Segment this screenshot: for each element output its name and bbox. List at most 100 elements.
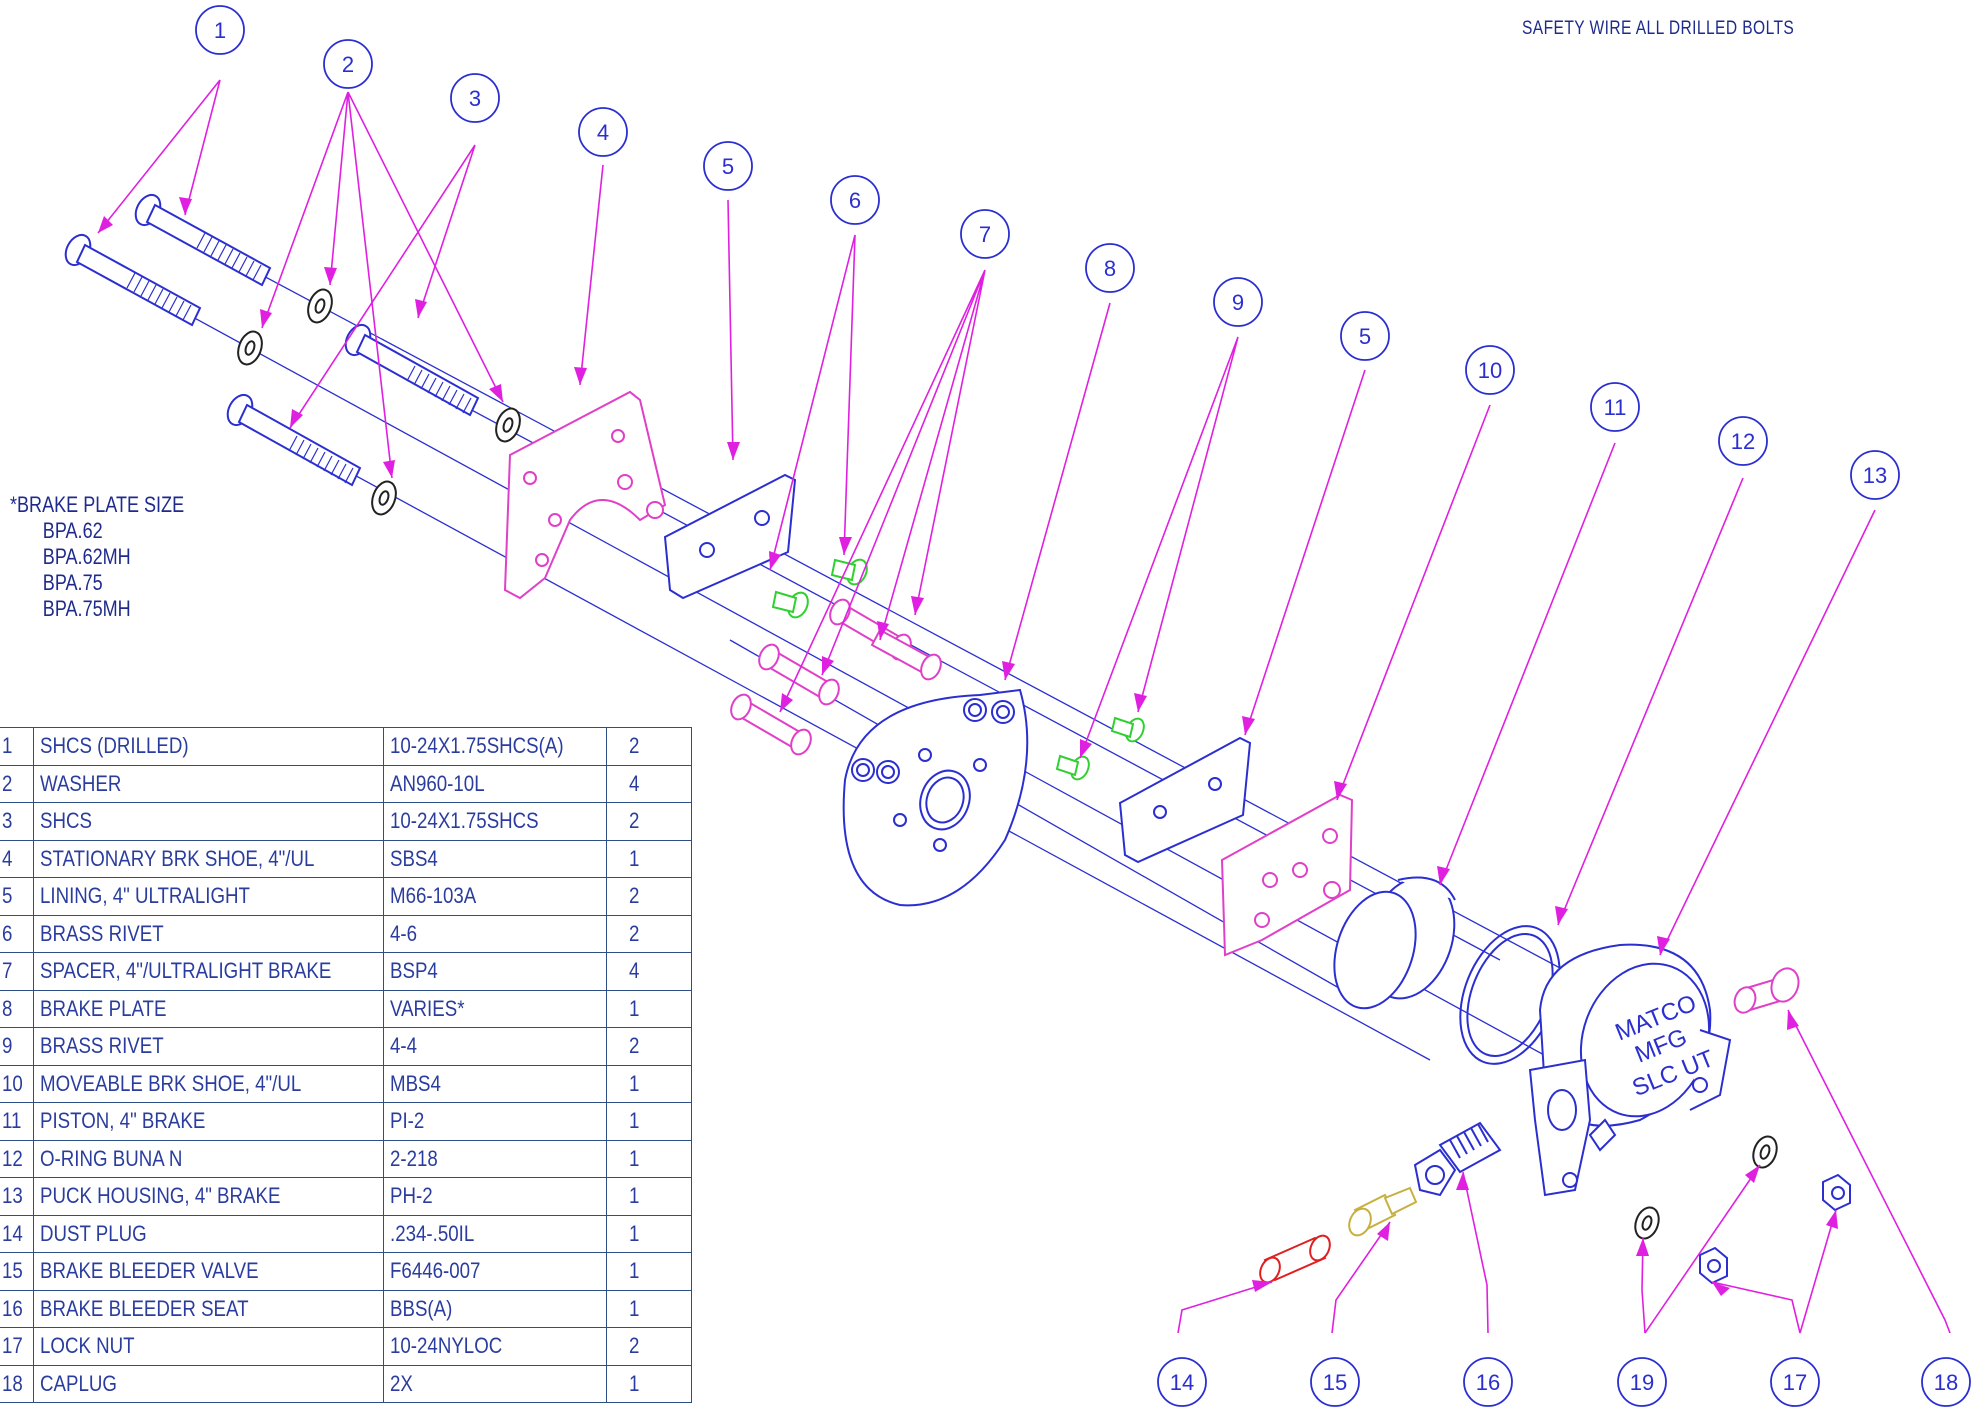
callout-numbers: 1 2 3 4 5 6 7 8 9 5 10 11 12 13 14 15 16… <box>214 18 1958 1395</box>
callout-number: 2 <box>342 52 354 77</box>
puck-housing-part <box>1528 943 1732 1197</box>
item-number-cell: 16 <box>0 1289 34 1328</box>
callout-number: 9 <box>1232 290 1244 315</box>
item-number-cell: 7 <box>0 952 34 991</box>
callout-number: 8 <box>1104 256 1116 281</box>
bolt-thread-hatch <box>288 365 472 484</box>
quantity-cell: 2 <box>605 727 692 766</box>
item-number-cell: 5 <box>0 877 34 916</box>
item-number-cell: 8 <box>0 989 34 1028</box>
part-number-cell: .234-.50IL <box>382 1214 607 1253</box>
item-number-cell: 18 <box>0 1364 34 1403</box>
leader-arrowheads <box>98 197 1838 1296</box>
quantity-cell: 2 <box>605 914 692 953</box>
part-number-cell: MBS4 <box>382 1064 607 1103</box>
description-cell: STATIONARY BRK SHOE, 4"/UL <box>33 839 384 878</box>
part-number-cell: 10-24NYLOC <box>382 1327 607 1366</box>
callout-number: 3 <box>469 86 481 111</box>
callout-number: 15 <box>1323 1370 1347 1395</box>
quantity-cell: 1 <box>605 1139 692 1178</box>
item-number-cell: 3 <box>0 802 34 841</box>
part-number-cell: 2X <box>382 1364 607 1403</box>
description-cell: SHCS <box>33 802 384 841</box>
callout-bubbles <box>195 5 1971 1407</box>
part-number-cell: AN960-10L <box>382 764 607 803</box>
part-number-cell: 2-218 <box>382 1139 607 1178</box>
item-number-cell: 2 <box>0 764 34 803</box>
item-number-cell: 14 <box>0 1214 34 1253</box>
item-number-cell: 11 <box>0 1102 34 1141</box>
brake-plate-part <box>842 688 1029 907</box>
spacer-part <box>730 598 942 756</box>
description-cell: DUST PLUG <box>33 1214 384 1253</box>
quantity-cell: 2 <box>605 1027 692 1066</box>
item-number-cell: 4 <box>0 839 34 878</box>
description-cell: CAPLUG <box>33 1364 384 1403</box>
description-cell: LOCK NUT <box>33 1327 384 1366</box>
quantity-cell: 2 <box>605 877 692 916</box>
callout-number: 6 <box>849 188 861 213</box>
description-cell: PISTON, 4" BRAKE <box>33 1102 384 1141</box>
moveable-brake-shoe-part <box>1220 793 1354 957</box>
plain-bolt-part <box>226 323 480 487</box>
brake-plate-size-option: BPA.75MH <box>42 596 131 621</box>
quantity-cell: 1 <box>605 1177 692 1216</box>
quantity-cell: 1 <box>605 1364 692 1403</box>
part-number-cell: 4-4 <box>382 1027 607 1066</box>
description-cell: SHCS (DRILLED) <box>33 727 384 766</box>
callout-number: 5 <box>1359 324 1371 349</box>
brass-rivet-part <box>771 558 1145 781</box>
part-number-cell: SBS4 <box>382 839 607 878</box>
piston-part <box>1333 876 1456 1010</box>
washer-part <box>1634 1135 1778 1240</box>
stationary-brake-shoe-part <box>503 390 667 600</box>
item-number-cell: 12 <box>0 1139 34 1178</box>
quantity-cell: 2 <box>605 1327 692 1366</box>
quantity-cell: 1 <box>605 839 692 878</box>
part-number-cell: 10-24X1.75SHCS <box>382 802 607 841</box>
callout-number: 10 <box>1478 358 1502 383</box>
item-number-cell: 13 <box>0 1177 34 1216</box>
callout-number: 11 <box>1604 395 1627 420</box>
item-number-cell: 1 <box>0 727 34 766</box>
caplug-part <box>1733 967 1800 1014</box>
description-cell: WASHER <box>33 764 384 803</box>
description-cell: BRAKE BLEEDER VALVE <box>33 1252 384 1291</box>
callout-number: 12 <box>1731 429 1755 454</box>
description-cell: BRAKE BLEEDER SEAT <box>33 1289 384 1328</box>
quantity-cell: 1 <box>605 989 692 1028</box>
description-cell: BRASS RIVET <box>33 914 384 953</box>
description-cell: PUCK HOUSING, 4" BRAKE <box>33 1177 384 1216</box>
quantity-cell: 4 <box>605 764 692 803</box>
quantity-cell: 1 <box>605 1252 692 1291</box>
lock-nut-part <box>1699 1173 1851 1285</box>
quantity-cell: 1 <box>605 1289 692 1328</box>
description-cell: LINING, 4" ULTRALIGHT <box>33 877 384 916</box>
callout-number: 5 <box>722 154 734 179</box>
brake-plate-size-title: *BRAKE PLATE SIZE <box>10 492 185 517</box>
description-cell: BRAKE PLATE <box>33 989 384 1028</box>
quantity-cell: 2 <box>605 802 692 841</box>
quantity-cell: 1 <box>605 1214 692 1253</box>
brake-plate-size-option: BPA.62MH <box>42 544 131 569</box>
brake-plate-size-option: BPA.62 <box>42 518 103 543</box>
brake-plate-size-option: BPA.75 <box>42 570 103 595</box>
callout-number: 19 <box>1630 1370 1654 1395</box>
callout-number: 4 <box>597 120 609 145</box>
washer-part <box>237 288 521 516</box>
brake-plate-size-note: *BRAKE PLATE SIZE BPA.62 BPA.62MH BPA.75… <box>10 492 184 622</box>
